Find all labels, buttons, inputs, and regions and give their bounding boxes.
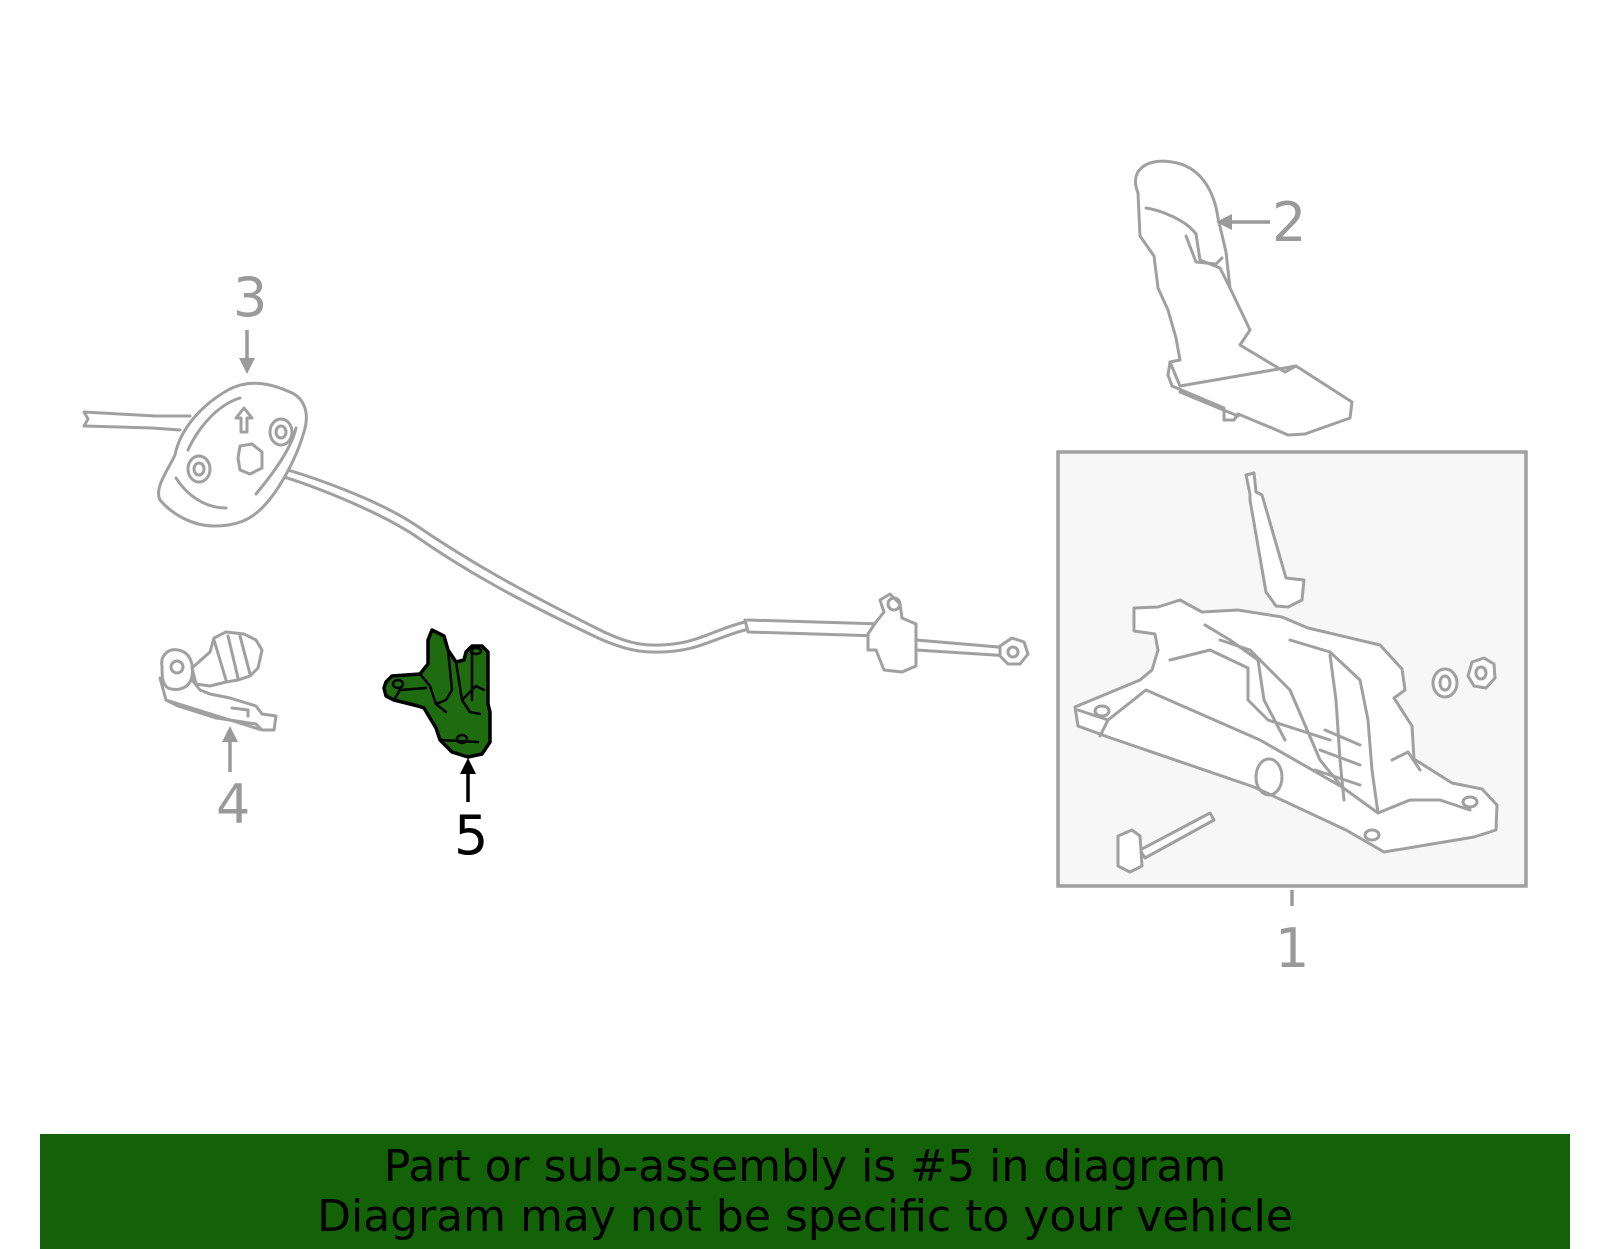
info-banner: Part or sub-assembly is #5 in diagram Di… [40,1134,1570,1249]
callout-3: 3 [233,266,267,329]
callout-5: 5 [454,804,488,867]
part-4-bushing[interactable] [158,630,278,732]
callout-1: 1 [1275,917,1309,980]
part-5-bracket[interactable] [382,628,492,759]
part-2-shift-knob[interactable] [1134,159,1354,437]
callout-4: 4 [216,773,250,836]
callout-leaders [222,214,1294,906]
part-1-shifter-assembly[interactable] [1056,450,1528,888]
banner-line-2: Diagram may not be specific to your vehi… [317,1190,1293,1242]
callout-2: 2 [1272,191,1306,254]
banner-line-1: Part or sub-assembly is #5 in diagram [383,1140,1227,1192]
part-3-shift-cable[interactable] [82,381,1030,674]
